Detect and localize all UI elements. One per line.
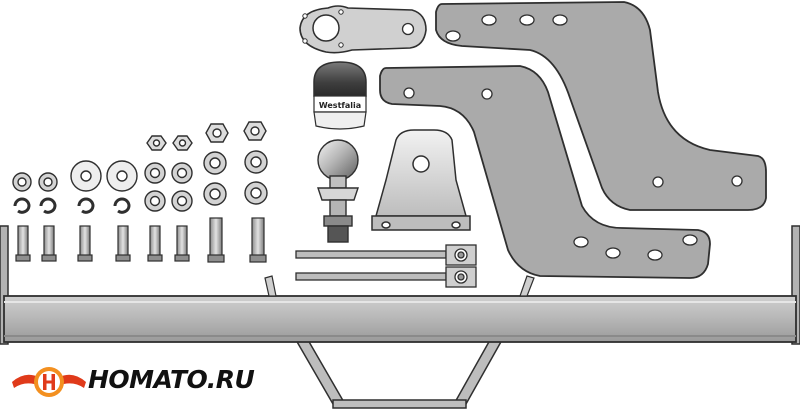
socket-plate-icon — [299, 5, 427, 54]
mounting-bracket-icon — [379, 1, 767, 279]
tow-ball-icon — [317, 139, 359, 243]
bolt-icon — [15, 217, 267, 263]
spring-washer-icon — [13, 197, 131, 214]
ball-cap-marking: Westfalia — [319, 101, 361, 110]
brand-logo-text: HOMATO.RU — [88, 365, 255, 394]
nut-icon — [146, 121, 267, 151]
bolt-icon — [295, 244, 477, 288]
support-rod-icon — [294, 339, 504, 409]
crossbar-icon — [0, 225, 800, 345]
brand-logo: HOMATO.RU — [10, 362, 255, 400]
mounting-bracket-icon — [371, 129, 471, 231]
bracket-holes — [403, 14, 743, 261]
brand-emblem-icon — [12, 367, 86, 397]
washer-icon — [12, 150, 268, 212]
ball-cap-icon: Westfalia — [313, 61, 367, 130]
